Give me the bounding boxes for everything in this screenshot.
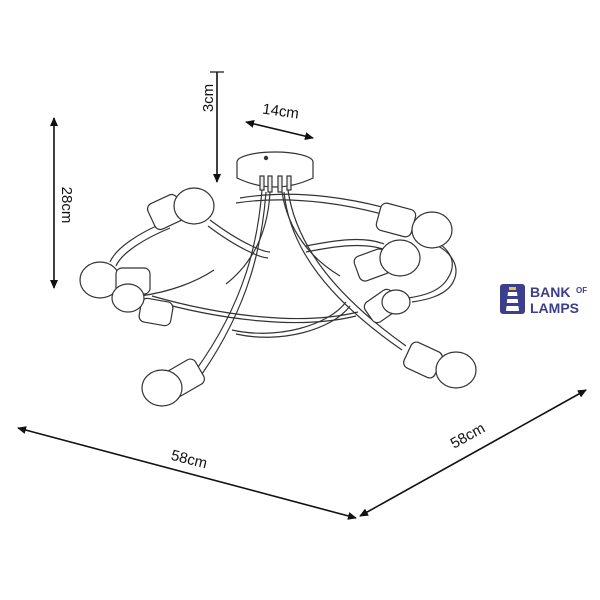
bulb-top-left: [146, 187, 215, 231]
canopy-diameter-dimension: 14cm: [245, 101, 314, 141]
bulb-left-lower: [111, 283, 174, 327]
bulb-top-right: [375, 202, 453, 249]
lighthouse-icon: [500, 284, 525, 314]
width-front-label: 58cm: [169, 447, 209, 472]
brand-logo: BANK OF LAMPS: [500, 284, 587, 316]
canopy-height-label: 3cm: [200, 84, 217, 112]
canopy-height-dimension: 3cm: [200, 71, 224, 183]
width-front-dimension: 58cm: [17, 426, 357, 520]
lamp-illustration: [79, 151, 477, 407]
bulb-bottom-left: [141, 358, 205, 407]
canopy-diameter-label: 14cm: [261, 101, 300, 123]
logo-word-of: OF: [576, 286, 587, 295]
height-label: 28cm: [58, 187, 75, 224]
canopy: [236, 151, 314, 193]
central-arms: [195, 189, 407, 375]
inner-arm-loop: [139, 219, 387, 338]
bulb-right-lower: [363, 288, 411, 324]
bulb-bottom-right: [403, 341, 477, 389]
logo-word-lamps: LAMPS: [530, 300, 579, 316]
bulb-right: [353, 239, 421, 282]
logo-word-bank: BANK: [530, 284, 570, 300]
width-side-dimension: 58cm: [359, 389, 587, 517]
height-dimension: 28cm: [50, 117, 75, 289]
